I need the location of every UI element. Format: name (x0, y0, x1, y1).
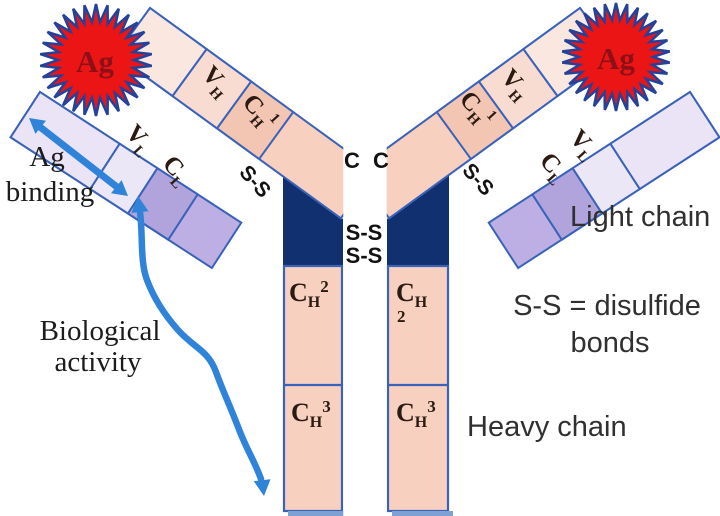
heavy-chain-bar-left (282, 264, 344, 513)
heavy-chain-arm-left (114, 6, 377, 220)
antigen-label-left: Ag (76, 44, 114, 79)
ch1-box-left (215, 80, 295, 161)
ag-binding-arrowhead-down (111, 180, 128, 196)
heavy-chain-bar-right (386, 264, 450, 513)
biological-activity-label-line2: activity (55, 346, 142, 378)
ch3-label-right: CH3 (396, 397, 436, 431)
bar-shadow-left (288, 511, 345, 516)
inter-heavy-bond-label-2: S-S (346, 243, 383, 268)
light-chain-arm-left (9, 90, 243, 270)
hinge-gap (343, 0, 387, 516)
ch3-label-left: CH3 (291, 397, 331, 431)
ag-binding-label-line1: Ag (29, 141, 64, 173)
biological-activity-arrow (131, 196, 271, 496)
ag-binding-label-line2: binding (6, 176, 95, 208)
ag-binding-arrow-shaft (36, 123, 121, 191)
cl-box-left (126, 166, 200, 242)
bar-shadow-right (392, 511, 453, 516)
antigen-starburst-right (561, 2, 671, 112)
disulfide-note-line2: bonds (570, 327, 649, 359)
antigen-starburst-left (39, 3, 153, 117)
antigen-label-right: Ag (597, 41, 635, 76)
c-terminus-label-right: C (373, 148, 389, 173)
cl-box-right (530, 166, 604, 242)
biological-activity-arrow-shaft (136, 208, 265, 483)
biological-activity-arrowhead-down (253, 479, 271, 496)
ag-binding-arrowhead-up (29, 118, 46, 134)
ag-binding-arrow (29, 118, 128, 196)
ch2-label-right: CH (396, 278, 428, 311)
ch1-box-right (435, 80, 515, 161)
ch2-label-right-number: 2 (397, 307, 406, 326)
inter-heavy-bond-label-1: S-S (346, 220, 383, 245)
ch2-label-left: CH2 (289, 277, 329, 311)
biological-activity-label-line1: Biological (40, 315, 161, 347)
biological-activity-arrowhead-up (131, 196, 149, 213)
light-chain-label: Light chain (570, 201, 710, 233)
heavy-chain-label: Heavy chain (467, 411, 627, 443)
light-chain-arm-right (487, 90, 720, 270)
c-terminus-label-left: C (344, 148, 360, 173)
disulfide-note-line1: S-S = disulfide (513, 290, 701, 322)
